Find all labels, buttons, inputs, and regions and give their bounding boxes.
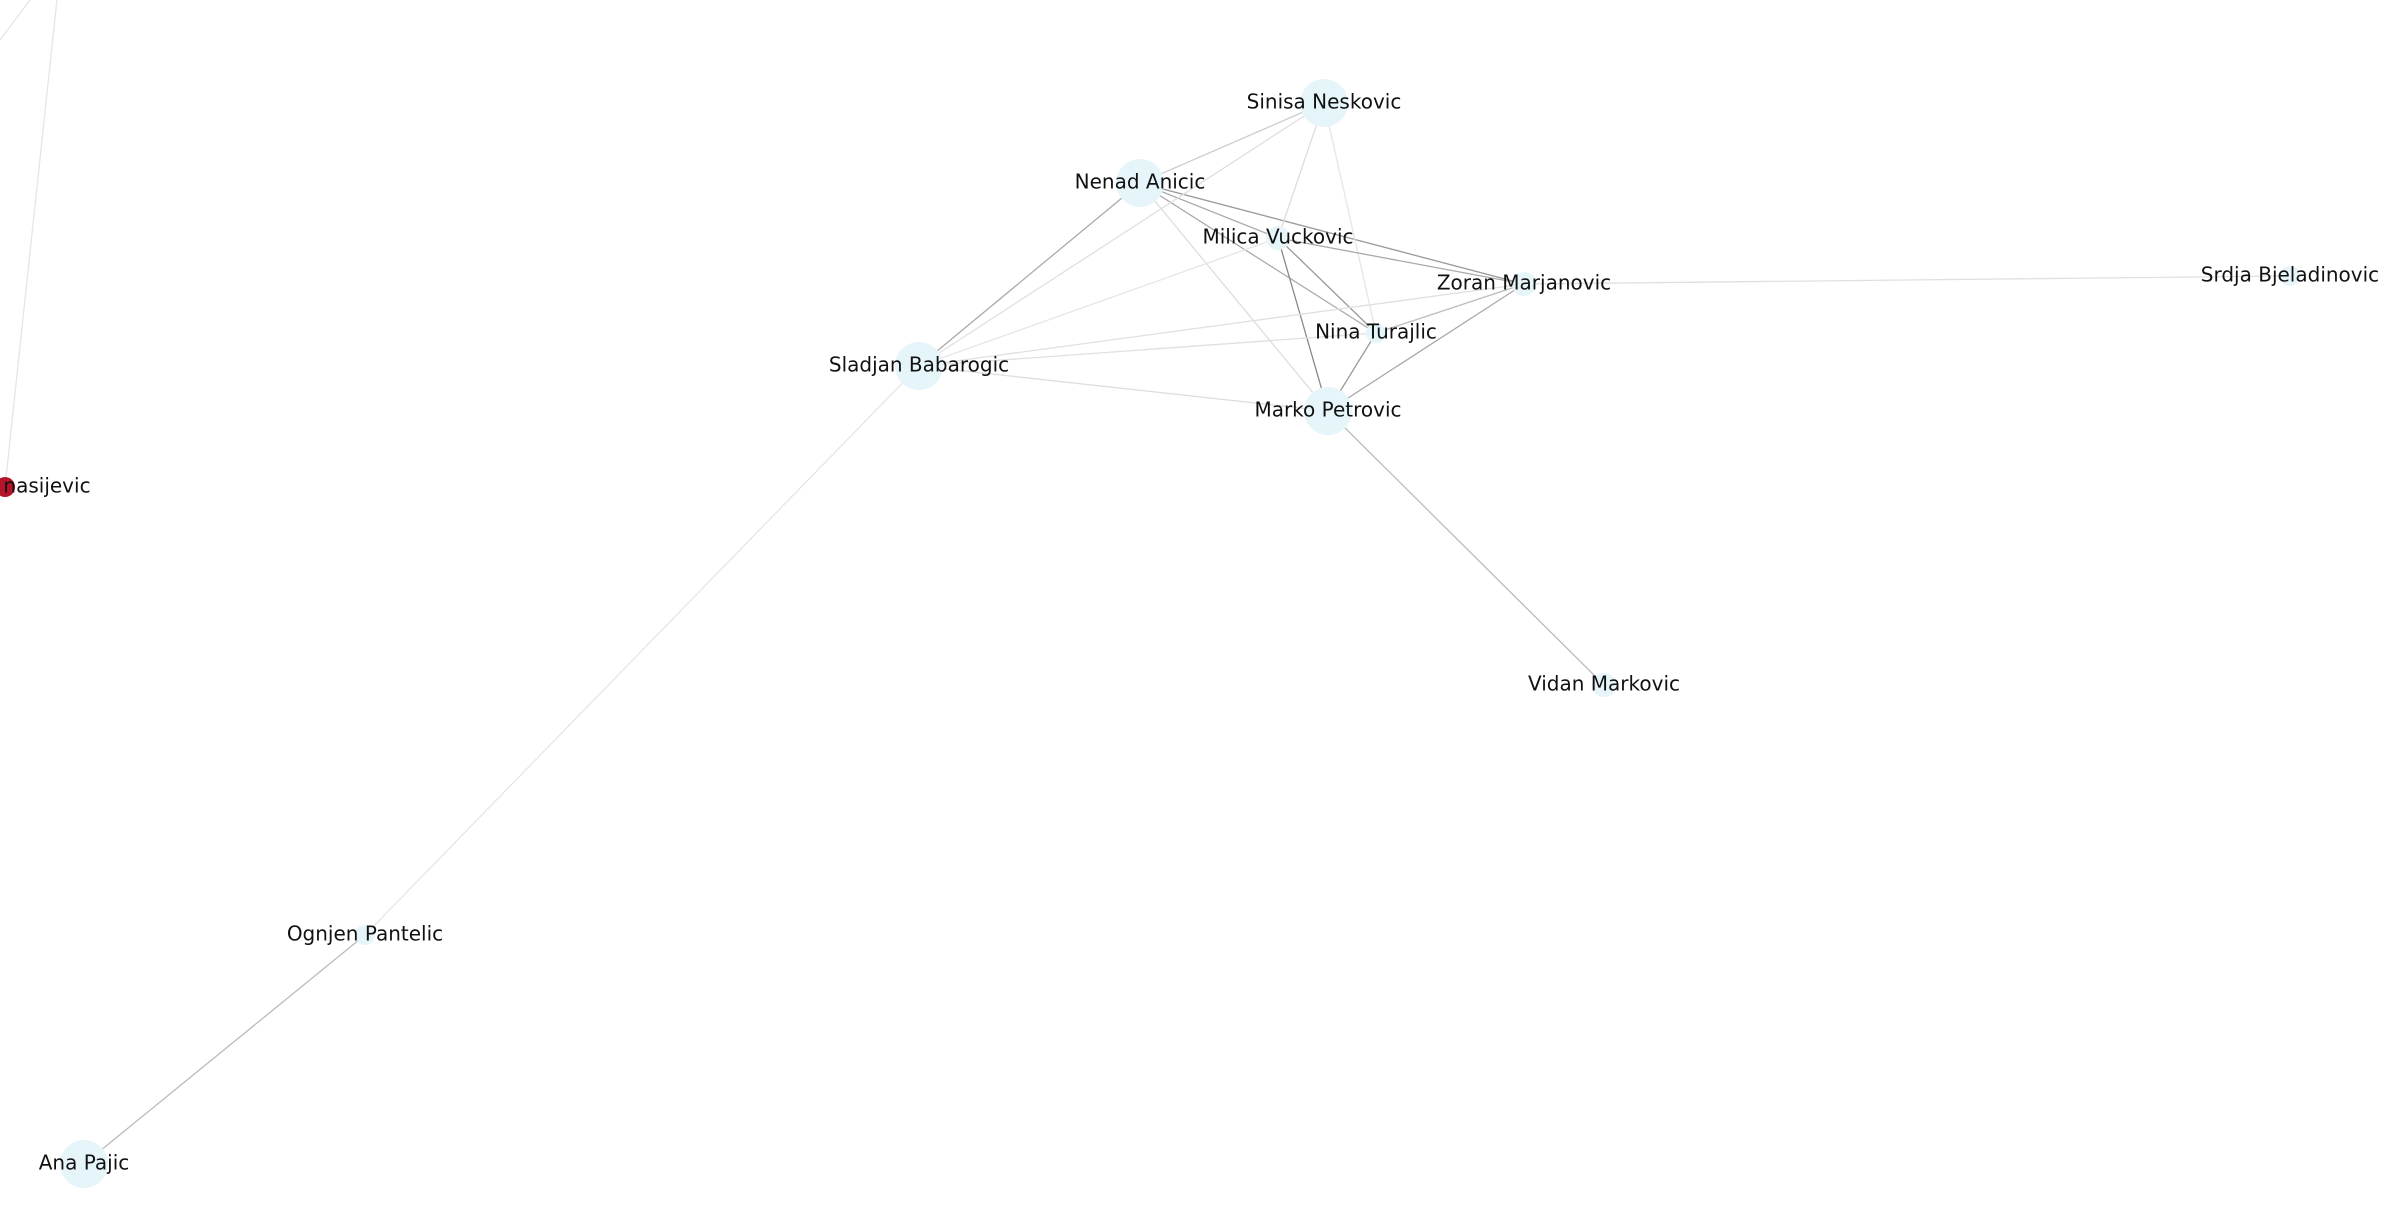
edge-zoran-srdja (1523, 275, 2291, 285)
node-marko[interactable] (1304, 387, 1352, 435)
node-label-vidan: Vidan Markovic (1528, 672, 1680, 696)
node-sinisa[interactable] (1300, 79, 1348, 127)
node-label-marko: Marko Petrovic (1254, 398, 1401, 422)
edge-zoran-nina (1375, 283, 1525, 334)
node-label-sinisa: Sinisa Neskovic (1247, 90, 1402, 114)
node-zoran[interactable] (1512, 272, 1536, 296)
node-label-nasijevic: nasijevic (3, 474, 90, 498)
node-nina[interactable] (1366, 323, 1386, 343)
node-label-nenad: Nenad Anicic (1075, 170, 1206, 194)
node-nasijevic[interactable] (0, 477, 15, 497)
edge-sinisa-sladjan (918, 102, 1325, 367)
edge-zoran-sladjan (918, 283, 1525, 367)
edge-zoran-marko (1327, 283, 1525, 412)
edge-nenad-milica (1139, 182, 1279, 239)
node-layer (0, 79, 2300, 1188)
edge-milica-sladjan (918, 237, 1279, 367)
edge-marko-vidan (1327, 410, 1605, 686)
edge-nenad-zoran (1139, 182, 1525, 285)
node-label-ognjen: Ognjen Pantelic (287, 922, 443, 946)
node-label-ana: Ana Pajic (39, 1151, 130, 1175)
edge-milica-zoran (1277, 237, 1525, 285)
node-ognjen[interactable] (355, 925, 375, 945)
edge-sinisa-nina (1323, 102, 1377, 334)
node-milica[interactable] (1266, 226, 1290, 250)
edge-sladjan-ognjen (364, 365, 920, 936)
edge-nenad-sinisa (1139, 102, 1325, 184)
edge-sladjan-marko (918, 365, 1329, 412)
node-label-milica: Milica Vuckovic (1202, 225, 1353, 249)
node-nenad[interactable] (1116, 159, 1164, 207)
node-label-sladjan: Sladjan Babarogic (829, 353, 1009, 377)
edge-nenad-sladjan (918, 182, 1141, 367)
node-srdja[interactable] (2280, 266, 2300, 286)
edge-layer (0, 0, 2291, 1165)
node-label-nina: Nina Turajlic (1315, 320, 1437, 344)
node-label-zoran: Zoran Marjanovic (1437, 271, 1611, 295)
node-label-srdja: Srdja Bjeladinovic (2201, 263, 2379, 287)
node-vidan[interactable] (1592, 673, 1616, 697)
edge-offscreen_corner_a-offscreen_corner_b (0, 0, 31, 41)
edge-nenad-marko (1139, 182, 1329, 412)
edge-nasijevic-offscreen_top (4, 0, 58, 488)
node-sladjan[interactable] (895, 342, 943, 390)
edge-nina-sladjan (918, 332, 1377, 367)
node-ana[interactable] (60, 1140, 108, 1188)
edge-ognjen-ana (83, 934, 366, 1165)
edge-milica-nina (1277, 237, 1377, 334)
edge-nenad-nina (1139, 182, 1377, 334)
edge-milica-marko (1277, 237, 1329, 412)
